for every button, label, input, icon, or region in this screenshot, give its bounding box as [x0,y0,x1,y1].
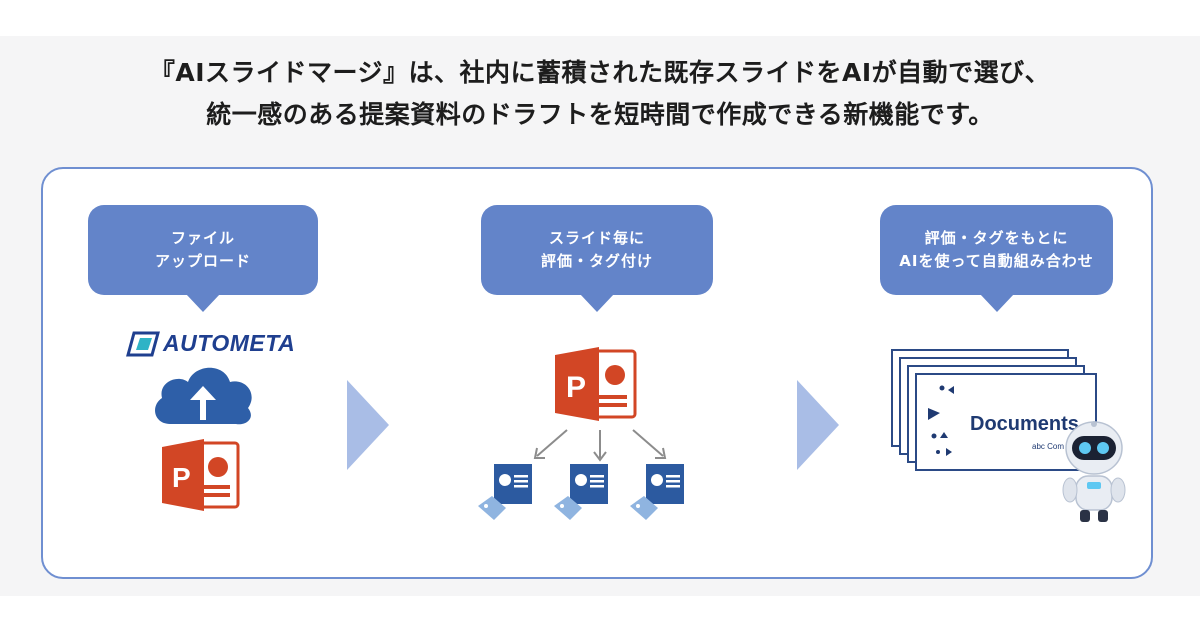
document-title: Documents [970,413,1079,435]
automata-logo-text: AUTOMETA [163,330,296,356]
step-2-bubble: スライド毎に 評価・タグ付け [481,205,713,312]
svg-text:P: P [172,462,191,493]
step-1-line-2: アップロード [154,252,251,270]
robot-icon [1062,421,1126,522]
tag-icon [554,496,582,520]
slide-card-icon [554,464,608,520]
document-subtitle: abc Com [1032,442,1065,451]
chevron-right-icon [347,380,389,470]
headline-line-2: 統一感のある提案資料のドラフトを短時間で作成できる新機能です。 [206,100,994,129]
chevron-right-icon [797,380,839,470]
step-1-bubble: ファイル アップロード [88,205,318,312]
step-1-line-1: ファイル [170,229,235,247]
step-2-line-2: 評価・タグ付け [540,252,653,270]
step-2-line-1: スライド毎に [548,229,645,247]
svg-text:P: P [566,371,586,404]
cloud-upload-icon [155,367,252,425]
step-3-bubble: 評価・タグをもとに AIを使って自動組み合わせ [880,205,1113,312]
step-3-line-2: AIを使って自動組み合わせ [899,252,1094,270]
automata-logo-icon [126,331,160,357]
powerpoint-icon: P [162,439,240,511]
arrow-down-icon [533,429,667,462]
headline: 『AIスライドマージ』は、社内に蓄積された既存スライドをAIが自動で選び、 統一… [0,52,1200,136]
slide-card-icon [478,464,532,520]
step-3-line-1: 評価・タグをもとに [924,229,1069,247]
headline-line-1: 『AIスライドマージ』は、社内に蓄積された既存スライドをAIが自動で選び、 [149,58,1051,87]
slide-card-icon [630,464,684,520]
powerpoint-icon: P [555,347,637,421]
tag-icon [478,496,506,520]
tag-icon [630,496,658,520]
